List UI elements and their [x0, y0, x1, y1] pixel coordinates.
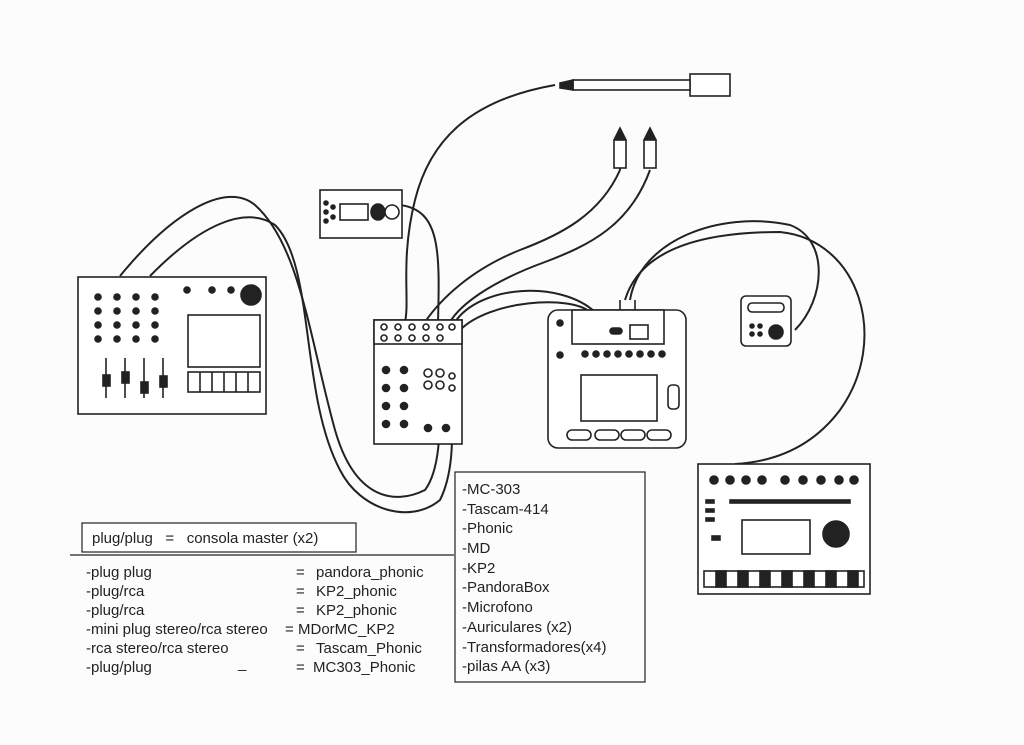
phonic-mixer-icon [373, 319, 463, 445]
cable-mixer-kp2-a [454, 289, 596, 323]
master-sep: = [165, 530, 175, 547]
inventory-item: -MD [462, 540, 491, 558]
connection-to: MDorMC_KP2 [298, 621, 395, 638]
cable-md-mixer [399, 204, 440, 323]
cable-tascam-mixer-a [119, 195, 441, 498]
connection-from: -plug plug [86, 564, 152, 581]
legend-frames [70, 471, 646, 683]
inventory-item: -Transformadores(x4) [462, 638, 607, 656]
master-connection-label: plug/plug = consola master (x2) [92, 531, 318, 546]
pandora-box-icon [740, 295, 792, 347]
inventory-item: -PandoraBox [462, 579, 550, 597]
inventory-item: -MC-303 [462, 481, 521, 498]
tascam-414-icon [77, 276, 267, 415]
headphone-jack-icon [613, 126, 657, 170]
connection-to: Tascam_Phonic [316, 640, 422, 657]
connection-sep: = [296, 640, 305, 657]
cable-mixer-kp2-b [459, 301, 591, 331]
connection-from: -mini plug stereo/rca stereo [86, 621, 268, 638]
connection-from: -plug/rca [86, 583, 145, 600]
connection-to: KP2_phonic [316, 583, 397, 600]
md-player-icon [319, 189, 403, 239]
connection-to: MC303_Phonic [313, 659, 416, 676]
cable-kp2-pandora [629, 220, 820, 331]
connection-from: -plug/rca [86, 602, 145, 619]
master-from: plug/plug [92, 530, 153, 547]
inventory-item: -Microfono [462, 599, 533, 617]
cables [119, 84, 866, 514]
connection-sep: = [296, 583, 305, 600]
connection-mark: _ [238, 655, 247, 672]
connection-sep: = [296, 564, 305, 581]
connection-from: -plug/plug [86, 659, 152, 676]
cable-kp2-mc303 [624, 230, 866, 465]
cable-headphone-a [424, 169, 621, 323]
master-to: consola master (x2) [186, 530, 319, 547]
connection-sep: = [296, 602, 305, 619]
mc-303-icon [697, 463, 871, 595]
connection-sep: = [285, 621, 294, 638]
cable-tascam-mixer-b [149, 216, 454, 514]
connection-from: -rca stereo/rca stereo [86, 640, 229, 657]
connection-to: KP2_phonic [316, 602, 397, 619]
inventory-item: -Phonic [462, 520, 513, 538]
kp2-icon [547, 300, 687, 449]
inventory-item: -pilas AA (x3) [462, 658, 551, 676]
inventory-list: -MC-303 -Tascam-414 -Phonic -MD -KP2 -Pa… [462, 482, 606, 679]
inventory-item: -Auriculares (x2) [462, 618, 573, 636]
cable-microphone [404, 84, 556, 323]
inventory-item: -KP2 [462, 559, 496, 577]
connection-to: pandora_phonic [316, 564, 424, 581]
connection-sep: = [296, 659, 305, 676]
inventory-item: -Tascam-414 [462, 500, 549, 518]
microphone-icon [559, 73, 731, 97]
cable-headphone-b [449, 169, 651, 323]
